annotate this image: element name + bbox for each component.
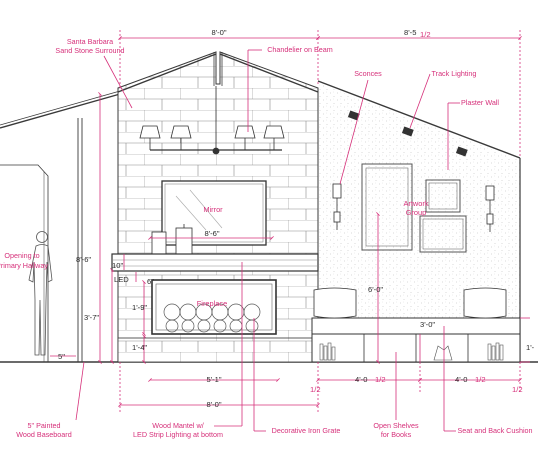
label-mirror: Mirror	[203, 205, 223, 214]
hearth	[117, 337, 319, 363]
dim-half-b: 1/2	[475, 375, 486, 384]
label-plaster: Plaster Wall	[461, 98, 499, 107]
artwork-group	[361, 163, 467, 253]
label-shelves-1: Open Shelves	[373, 421, 419, 430]
dim-half-a: 1/2	[375, 375, 386, 384]
label-fireplace: Fireplace	[197, 299, 227, 308]
dim-3-0: 3'-0"	[420, 320, 435, 329]
label-chandelier: Chandelier on Beam	[267, 45, 333, 54]
track-light-icons	[347, 110, 468, 157]
dim-bottom-4-0-a: 4'-0	[355, 375, 367, 384]
dim-half-d: 1/2	[512, 385, 523, 394]
label-artwork-2: Group	[406, 208, 427, 217]
dim-1-9: 1'-9"	[132, 303, 147, 312]
label-shelves-2: for Books	[381, 430, 412, 439]
label-baseboard-1: 5" Painted	[28, 421, 61, 430]
dim-top-8-5-frac: 1/2	[420, 30, 431, 39]
dim-bottom-4-0-b: 4'-0	[455, 375, 467, 384]
dim-top-8-0: 8'-0"	[211, 28, 226, 37]
label-baseboard-2: Wood Baseboard	[16, 430, 71, 439]
roof-line	[117, 52, 319, 93]
label-grate: Decorative Iron Grate	[272, 426, 341, 435]
dim-3-7: 3'-7"	[84, 313, 99, 322]
back-cushion-1	[313, 287, 357, 319]
dim-6-0: 6'-0"	[368, 285, 383, 294]
iron-grate	[163, 303, 261, 333]
label-mantel-2: LED Strip Lighting at bottom	[133, 430, 223, 439]
dim-mirror-width: 8'-6"	[204, 229, 219, 238]
dim-bottom-5-1: 5'-1"	[206, 375, 221, 384]
dim-6: 6"	[147, 277, 154, 286]
dim-top-8-5: 8'-5	[404, 28, 416, 37]
label-led: LED	[114, 275, 129, 284]
label-sconces: Sconces	[354, 69, 382, 78]
dim-baseboard: 5"	[58, 352, 65, 361]
label-track: Track Lighting	[432, 69, 477, 78]
wood-mantel	[111, 253, 319, 272]
label-opening-2: Primary Hallway	[0, 261, 48, 270]
dim-half-c: 1/2	[310, 385, 321, 394]
dim-1-side: 1'-	[526, 343, 535, 352]
dim-10: 10"	[112, 261, 123, 270]
label-surround-2: Sand Stone Surround	[55, 46, 124, 55]
label-cushion: Seat and Back Cushion	[457, 426, 532, 435]
scale-figure	[28, 231, 53, 356]
dim-bottom-8-0: 8'-0"	[206, 400, 221, 409]
back-cushion-2	[463, 287, 507, 319]
label-opening-1: Opening to	[4, 251, 39, 260]
sconce-left	[332, 183, 342, 230]
dim-8-6-vertical: 8'-6"	[76, 255, 91, 264]
books	[319, 342, 504, 361]
chandelier	[139, 86, 285, 155]
window-seat	[311, 287, 521, 363]
label-surround-1: Santa Barbara	[67, 37, 113, 46]
dim-1-4: 1'-4"	[132, 343, 147, 352]
label-mantel-1: Wood Mantel w/	[152, 421, 203, 430]
label-artwork-1: Artwork	[403, 199, 428, 208]
sconce-right	[485, 185, 495, 232]
